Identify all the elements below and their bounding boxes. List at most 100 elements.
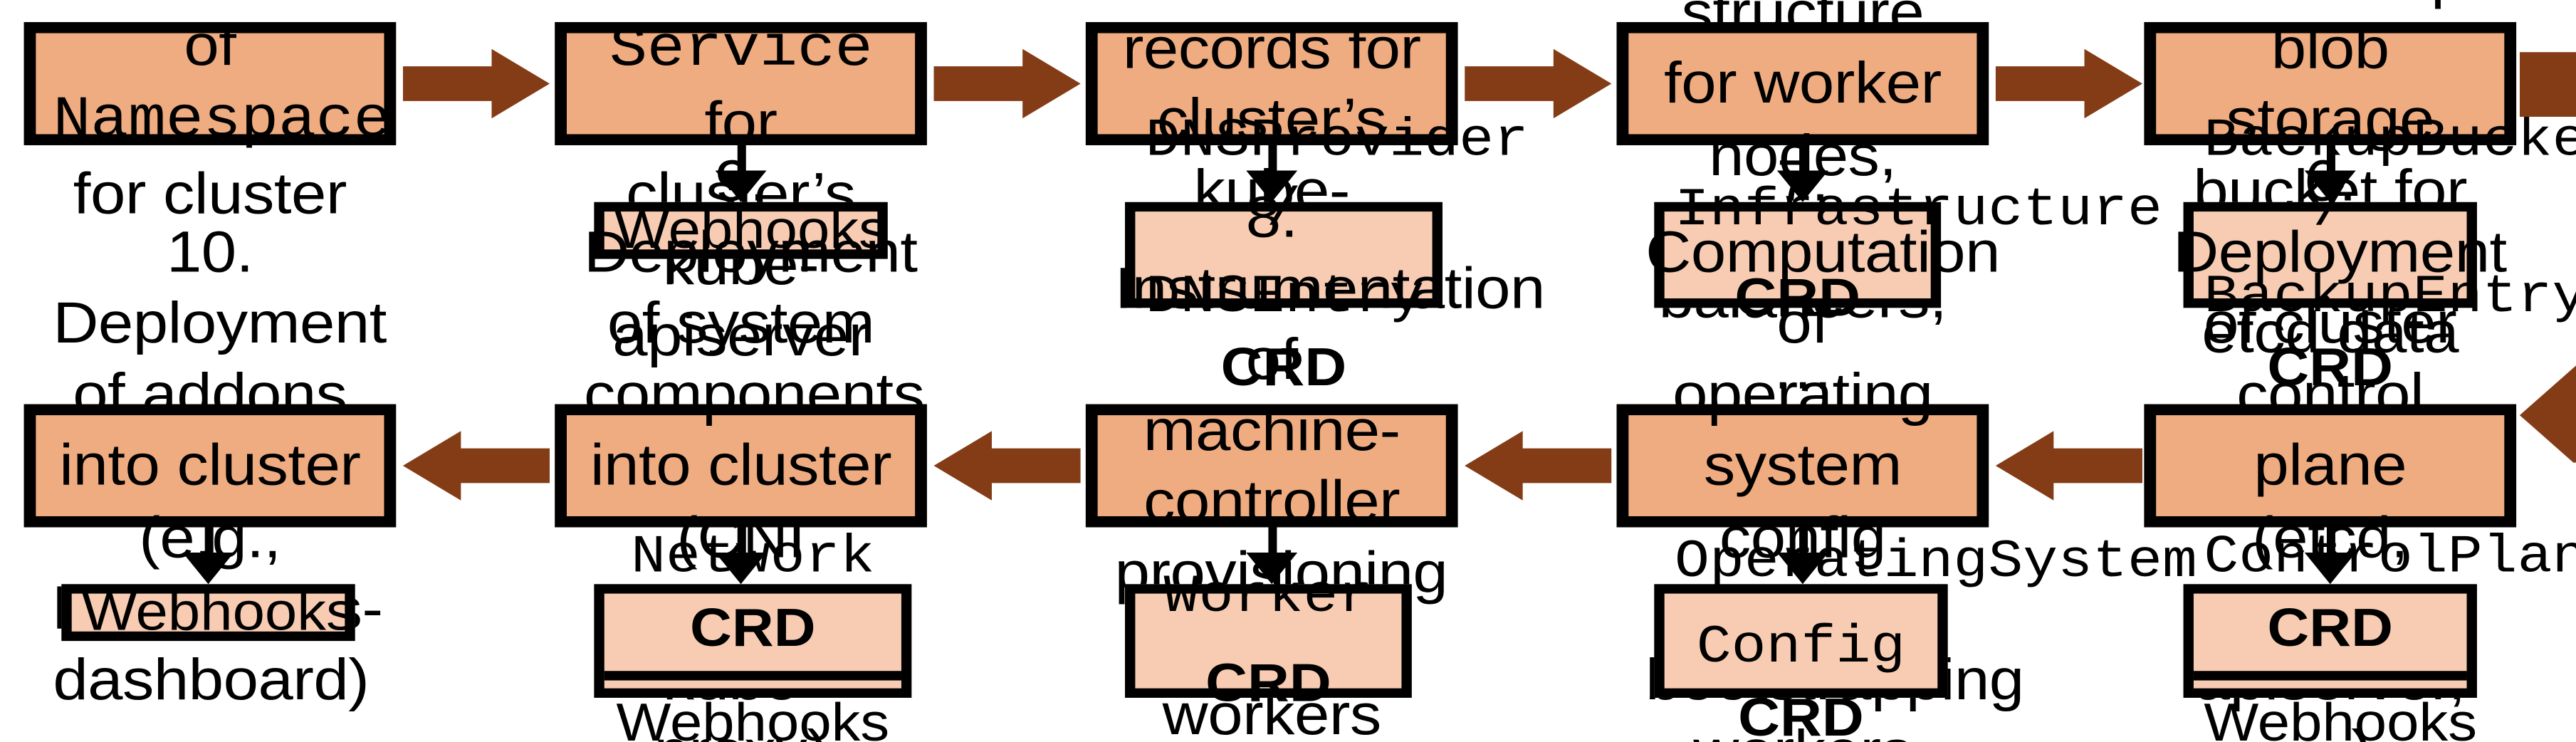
step-6-line-1: 6. Deployment of cluster [2173, 148, 2507, 356]
resource-box-worker[interactable]: Worker CRD [1125, 568, 1412, 714]
flow-arrow-1-to-2 [402, 48, 550, 119]
arrow-left-icon [1995, 431, 2143, 501]
flow-arrow-3-to-4 [1465, 48, 1612, 119]
resource-label-webhooks: Webhooks [2204, 693, 2478, 742]
resource-kind-suffix-crd: CRD [1205, 653, 1331, 714]
flow-arrow-5-to-6 [2519, 52, 2576, 463]
flow-arrow-7-to-8 [1465, 431, 1612, 501]
step-3-line-2: records for cluster’s [1122, 15, 1421, 152]
resource-kind-config: Config [1696, 618, 1906, 679]
flow-arrow-4-to-5 [1995, 48, 2143, 119]
connector-step-3-to-dns [1246, 145, 1298, 202]
connector-line [737, 527, 746, 556]
step-box-10[interactable]: 10. Deployment of addons into cluster (e… [23, 219, 397, 711]
arrowhead-down-icon [2304, 170, 2356, 202]
step-box-2[interactable]: 2. Creation of load balancer Service for… [555, 0, 927, 368]
step-1-line-1: 1. Creation of [58, 0, 363, 78]
step-box-9[interactable]: 9. Deployment of system components into … [555, 148, 927, 742]
step-8-line-1: 8. Instrumentation of [1114, 184, 1546, 392]
step-5-line-1: 5. Preparation of backup [2173, 0, 2496, 9]
connector-line [2326, 145, 2335, 174]
resource-box-infrastructure[interactable]: Infrastructure CRD [1654, 182, 2162, 328]
resource-row: Webhooks [2193, 671, 2478, 742]
arrowhead-down-icon [1776, 170, 1828, 202]
resource-box-backup[interactable]: BackupBucket / BackupEntry CRD [2183, 113, 2576, 397]
arrowhead-down-icon [715, 552, 767, 585]
resource-kind-suffix-crd: CRD [690, 598, 816, 659]
connector-step-10-to-webhooks [182, 527, 234, 585]
arrow-left-icon [402, 431, 550, 501]
connector-line [1268, 527, 1277, 556]
resource-label-operatingsystem: OperatingSystem [1675, 533, 2197, 593]
resource-row: BackupEntry CRD [2194, 255, 2576, 410]
step-box-7[interactable]: 7. Computation of operating system confi… [1616, 148, 2024, 742]
resource-kind-suffix-crd: CRD [2267, 598, 2394, 659]
flow-arrow-8-to-9 [933, 431, 1081, 501]
resource-row: Webhooks [604, 671, 901, 742]
step-box-4[interactable]: 4. Preparation of infra- structure for w… [1616, 0, 1989, 401]
resource-box-webhooks-step-2[interactable]: Webhooks [594, 200, 888, 261]
resource-kind-suffix-crd: CRD [1734, 267, 1860, 328]
resource-kind-suffix-crd: CRD [1738, 688, 1864, 742]
arrowhead-down-icon [1246, 170, 1298, 202]
connector-line [1799, 527, 1808, 556]
resource-row: DNSEntry CRD [1135, 255, 1432, 410]
resource-label-backupbucket: BackupBucket / [2204, 112, 2576, 242]
step-1-line-2: Namespace [53, 88, 392, 155]
connector-line [1799, 145, 1808, 174]
arrowhead-down-icon [1246, 552, 1298, 585]
resource-row: Webhooks [72, 570, 355, 655]
step-1-line-3: for cluster [73, 161, 347, 226]
resource-row: Infrastructure [1665, 169, 2162, 255]
flow-arrow-6-to-7 [1995, 431, 2143, 501]
connector-line [204, 527, 214, 556]
step-box-5[interactable]: 5. Preparation of backup blob storage bu… [2144, 0, 2517, 365]
step-8-line-2: machine-controller [1143, 397, 1401, 534]
step-1-text: 1. Creation of Namespace for cluster [53, 0, 391, 229]
step-7-line-2: operating system config [1672, 362, 1933, 569]
resource-label-webhooks: Webhooks [614, 200, 888, 261]
resource-row: ControlPlane CRD [2194, 516, 2576, 671]
resource-label-webhooks: Webhooks [616, 693, 890, 742]
resource-box-dns[interactable]: DNSProvider / DNSEntry CRD [1125, 113, 1529, 397]
step-9-line-2: components into cluster [583, 362, 925, 498]
resource-row: OperatingSystem [1665, 521, 2197, 606]
step-9-line-1: 9. Deployment of system [583, 148, 918, 356]
connector-line [737, 145, 746, 174]
resource-row: CRD [1665, 255, 1931, 340]
connector-step-9-to-network [715, 527, 767, 585]
resource-label-dnsentry: DNSEntry CRD [1146, 263, 1424, 402]
arrow-left-icon [933, 431, 1081, 501]
resource-label-webhooks: Webhooks [82, 582, 355, 643]
connector-line [1268, 145, 1277, 174]
resource-label-backupentry: BackupEntry CRD [2204, 263, 2576, 402]
arrow-right-icon [933, 48, 1081, 119]
step-box-1[interactable]: 1. Creation of Namespace for cluster [23, 0, 397, 226]
step-box-8[interactable]: 8. Instrumentation of machine-controller… [1085, 184, 1545, 742]
step-3-line-1: 3. Creation of DNS [1119, 0, 1425, 9]
resource-kind-suffix-crd: CRD [1220, 337, 1347, 397]
resource-row: Config CRD [1665, 606, 1938, 742]
connector-step-7-to-osc [1776, 527, 1828, 585]
flow-arrow-2-to-3 [933, 48, 1081, 119]
arrow-right-icon [402, 48, 550, 119]
connector-step-5-to-backup [2304, 145, 2356, 202]
resource-box-controlplane[interactable]: ControlPlane CRD Webhooks [2183, 528, 2576, 742]
connector-step-2-to-webhooks [715, 145, 767, 202]
step-2-line-2-suffix: for [704, 90, 778, 155]
resource-label-config: Config CRD [1675, 614, 1927, 742]
arrow-right-icon [1995, 48, 2143, 119]
arrowhead-down-icon [715, 170, 767, 202]
step-2-line-2-prefix: balancer [621, 0, 861, 6]
step-10-line-2: into cluster (e.g., [59, 433, 361, 569]
resource-box-network[interactable]: Network CRD Webhooks [594, 528, 912, 742]
resource-label-infrastructure: Infrastructure [1675, 182, 2162, 242]
step-2-line-2-resource: Service [609, 17, 873, 84]
arrowhead-down-icon [182, 552, 234, 585]
step-4-line-2: structure for worker [1664, 0, 1942, 116]
resource-row: BackupBucket / [2194, 100, 2576, 255]
step-box-6[interactable]: 6. Deployment of cluster control plane (… [2144, 148, 2517, 742]
resource-label-controlplane: ControlPlane CRD [2204, 523, 2576, 663]
resource-box-webhooks-step-10[interactable]: Webhooks [61, 582, 355, 642]
resource-box-osc[interactable]: OperatingSystem Config CRD [1654, 533, 2197, 742]
